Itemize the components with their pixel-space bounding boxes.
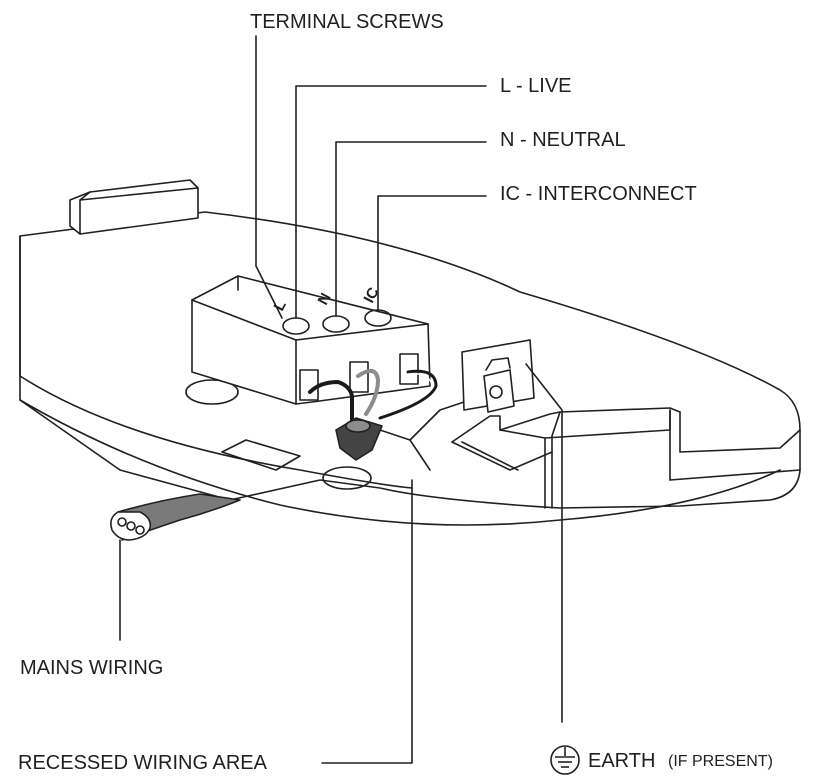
terminal-block (191, 275, 431, 405)
label-live: L - LIVE (500, 75, 572, 97)
leader-interconnect (377, 195, 487, 311)
locating-tab (69, 179, 199, 235)
label-neutral: N - NEUTRAL (500, 129, 626, 151)
leader-earth (525, 363, 563, 723)
earth-ground-icon (550, 745, 580, 775)
leader-recessed (321, 479, 413, 764)
label-terminal-screws: TERMINAL SCREWS (250, 11, 444, 33)
wire-live (308, 380, 354, 428)
label-mains-wiring: MAINS WIRING (20, 657, 164, 679)
label-earth: EARTH (588, 750, 656, 772)
wire-neutral (356, 368, 380, 416)
label-earth-note: (IF PRESENT) (668, 753, 773, 770)
terminal-letter-ic: IC (361, 285, 383, 306)
leader-terminal-screws (255, 35, 283, 319)
leader-live (295, 85, 487, 319)
label-interconnect: IC - INTERCONNECT (500, 183, 697, 205)
mounting-hole-left (185, 379, 239, 405)
base-plate-outline (19, 211, 801, 509)
leader-neutral (335, 141, 487, 317)
label-recessed-wiring-area: RECESSED WIRING AREA (18, 752, 267, 774)
mounting-hole-front (322, 466, 372, 490)
wire-interconnect (378, 369, 438, 420)
